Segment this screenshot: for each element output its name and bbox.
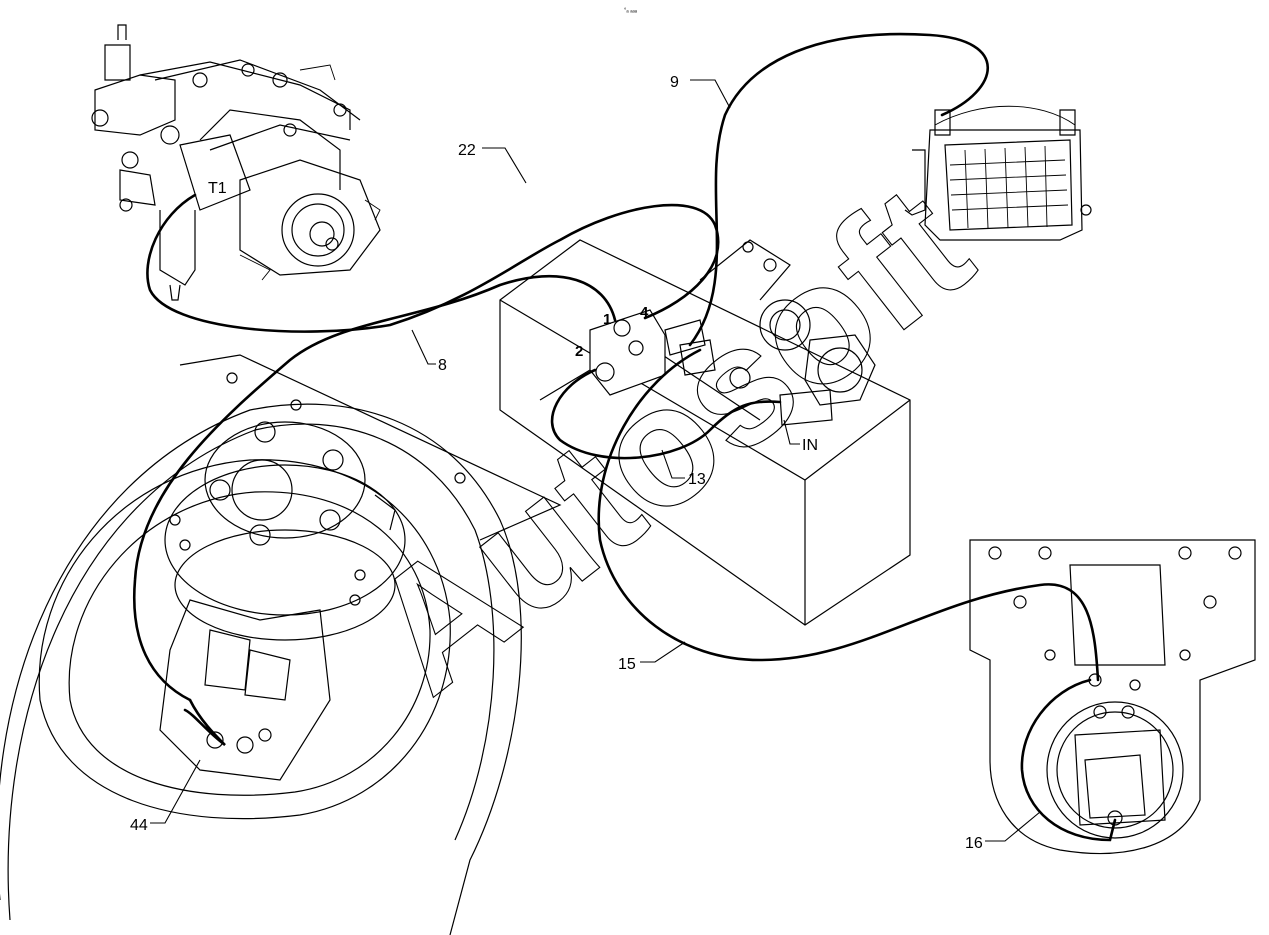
hose-13 [550, 368, 782, 460]
label-hose-8: 8 [438, 357, 447, 374]
wheel-drive-motor [0, 354, 562, 935]
leader-lines [150, 79, 1041, 842]
hoses [132, 32, 1117, 842]
hose-15 [597, 348, 1100, 682]
label-hose-22: 22 [458, 142, 476, 159]
hose-8 [132, 274, 617, 702]
label-port-2: 2 [575, 343, 583, 360]
label-t1: T1 [208, 180, 227, 197]
hydraulic-pump [91, 24, 381, 301]
label-hose-9: 9 [670, 74, 679, 91]
hose-22 [146, 193, 720, 333]
watermark: Autosoft [336, 149, 1004, 729]
label-port-1: 1 [603, 311, 611, 328]
hose-16 [1020, 678, 1117, 842]
work-lamp [904, 105, 1092, 241]
label-hose-16: 16 [965, 835, 983, 852]
motor-bracket [969, 539, 1256, 855]
label-hose-15: 15 [618, 656, 636, 673]
hose-9 [688, 32, 990, 347]
hydraulic-tank [499, 239, 911, 626]
label-hose-13: 13 [688, 471, 706, 488]
label-port-4: 4 [640, 304, 649, 321]
label-hose-44: 44 [130, 817, 148, 834]
hose-44 [183, 698, 226, 747]
label-in: IN [802, 437, 818, 454]
header-mark: °ₐ ₐₐₐ [624, 8, 638, 14]
